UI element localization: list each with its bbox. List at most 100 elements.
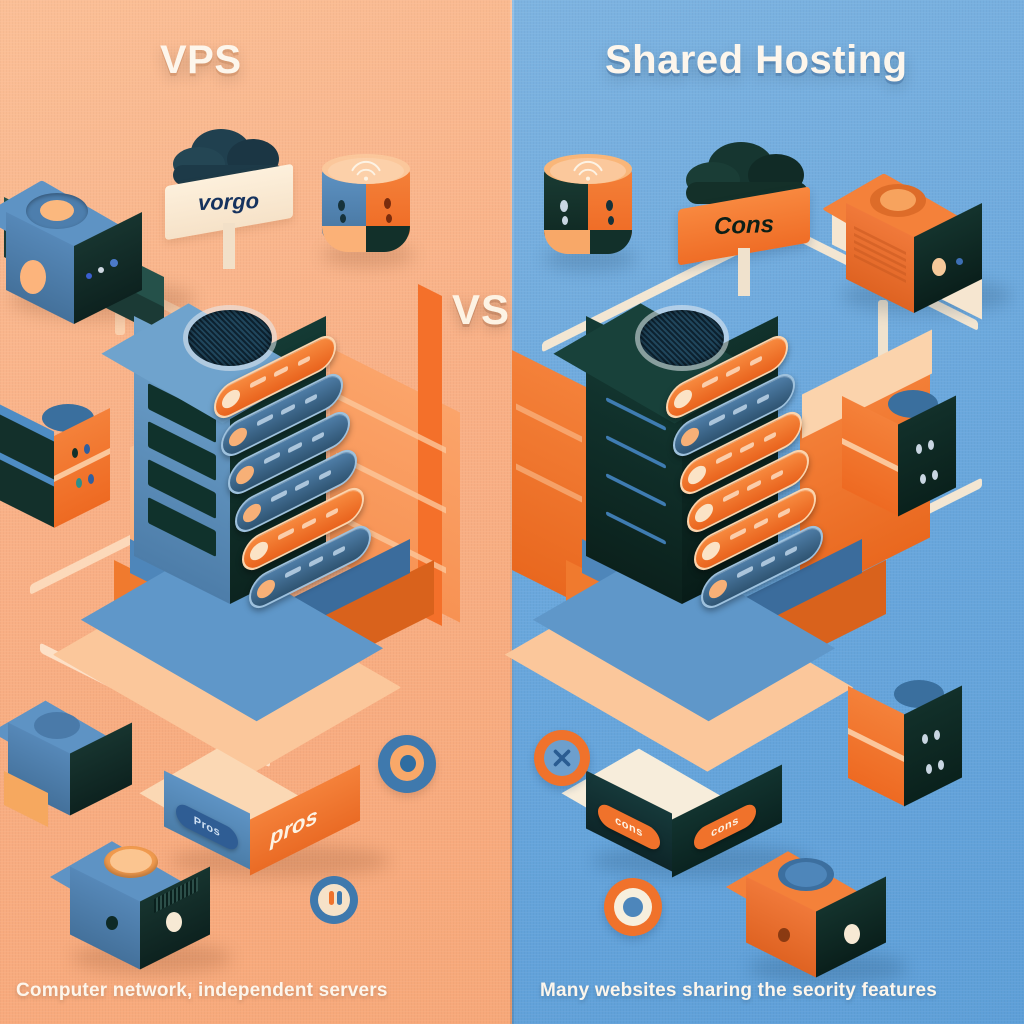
- drive-label-bar: [764, 431, 776, 443]
- drive-label-bar: [333, 545, 345, 557]
- drive-label-bar: [309, 555, 323, 568]
- drive-status-led: [236, 462, 254, 488]
- status-led: [938, 760, 944, 770]
- drive-label-bar: [747, 479, 761, 492]
- cylinder-foot: [544, 230, 632, 254]
- status-led: [916, 444, 922, 454]
- speaker-hole: [386, 214, 392, 223]
- drive-label-bar: [702, 375, 718, 389]
- drive-label-bar: [761, 555, 775, 568]
- status-led: [76, 478, 82, 488]
- status-led: [86, 273, 92, 279]
- device-box-bottom-right[interactable]: [725, 840, 918, 990]
- power-indicator-mark: [337, 891, 342, 905]
- cross-icon: [553, 749, 571, 767]
- drive-status-led: [688, 462, 706, 488]
- drive-label-bar: [750, 355, 762, 367]
- vs-label: VS: [452, 286, 511, 333]
- status-led: [88, 474, 94, 484]
- status-led: [72, 448, 78, 458]
- stack-box-bottom-right[interactable]: [848, 680, 998, 810]
- sign-cons[interactable]: Cons: [672, 186, 822, 296]
- indicator-lens: [844, 924, 860, 944]
- rack-module-list: [214, 329, 371, 615]
- indicator-lens: [932, 258, 946, 276]
- stack-box-right[interactable]: [842, 390, 992, 520]
- power-indicator-face: [318, 884, 350, 916]
- drive-label-bar: [278, 527, 294, 541]
- power-button-core[interactable]: [110, 849, 152, 873]
- status-led: [956, 258, 963, 265]
- drive-label-bar: [250, 375, 266, 389]
- status-led: [920, 474, 926, 484]
- drive-label-bar: [730, 527, 746, 541]
- page-title-right: Shared Hosting: [605, 38, 908, 82]
- drive-label-bar: [733, 403, 747, 416]
- sign-label: Cons: [714, 210, 774, 241]
- wifi-icon: [351, 160, 381, 181]
- drive-label-bar: [726, 365, 740, 378]
- cloud-sign-group[interactable]: vorgo: [165, 125, 315, 285]
- stack-box-left[interactable]: [0, 400, 140, 530]
- drive-label-bar: [302, 517, 316, 530]
- cylinder-foot: [322, 226, 410, 252]
- drive-label-bar: [771, 469, 783, 481]
- drive-status-led: [229, 424, 247, 450]
- drive-label-bar: [754, 517, 768, 530]
- speaker-hole: [384, 198, 391, 209]
- drive-label-bar: [723, 489, 739, 503]
- port-hole: [106, 916, 118, 930]
- power-button-icon[interactable]: [34, 712, 80, 739]
- power-button-core[interactable]: [880, 189, 916, 211]
- drive-label-bar: [785, 545, 797, 557]
- sign-label: vorgo: [198, 187, 260, 216]
- sign-vorgo[interactable]: vorgo: [165, 163, 305, 269]
- power-button-core[interactable]: [40, 200, 74, 221]
- indicator-lens: [166, 912, 182, 932]
- drive-label-bar: [274, 365, 288, 378]
- caption-right: Many websites sharing the seority featur…: [540, 980, 937, 1001]
- cloud-cons-group[interactable]: Cons: [672, 140, 832, 300]
- indicator-lens: [20, 260, 46, 294]
- drive-label-bar: [285, 565, 301, 579]
- sign-post: [738, 248, 750, 296]
- wifi-device-left[interactable]: [318, 138, 418, 268]
- drive-status-led: [250, 538, 268, 564]
- rack-module-list: [666, 329, 823, 615]
- drive-label-bar: [281, 403, 295, 416]
- status-led: [932, 470, 938, 480]
- wifi-device-right[interactable]: [540, 138, 640, 278]
- device-box-top-right[interactable]: [821, 150, 1022, 320]
- drive-status-led: [709, 576, 727, 602]
- device-box-mid-left[interactable]: [0, 690, 150, 830]
- status-led: [84, 444, 90, 454]
- drive-label-bar: [305, 393, 317, 405]
- speaker-hole: [606, 200, 613, 211]
- drive-label-bar: [288, 441, 302, 454]
- drive-label-bar: [319, 469, 331, 481]
- device-box-bottom-left[interactable]: [49, 830, 242, 980]
- status-led: [928, 440, 934, 450]
- status-led: [934, 730, 940, 740]
- server-tower-shared[interactable]: [504, 300, 892, 772]
- fan-grille-icon: [188, 310, 272, 366]
- device-box-top-left[interactable]: [0, 155, 200, 338]
- drive-label-bar: [737, 565, 753, 579]
- drive-label-bar: [740, 441, 754, 454]
- drive-label-bar: [312, 431, 324, 443]
- drive-label-bar: [271, 489, 287, 503]
- caption-left: Computer network, independent servers: [16, 980, 388, 1001]
- drive-status-led: [257, 576, 275, 602]
- drive-label-bar: [709, 413, 725, 427]
- port-hole: [778, 928, 790, 942]
- drive-status-led: [222, 386, 240, 412]
- speaker-hole: [560, 200, 568, 212]
- sign-post: [223, 223, 235, 269]
- drive-status-led: [695, 500, 713, 526]
- status-led: [922, 734, 928, 744]
- drive-label-bar: [264, 451, 280, 465]
- server-tower-vps[interactable]: [52, 300, 440, 772]
- right-scene: Cons: [504, 0, 1024, 1024]
- power-button-core[interactable]: [785, 862, 827, 887]
